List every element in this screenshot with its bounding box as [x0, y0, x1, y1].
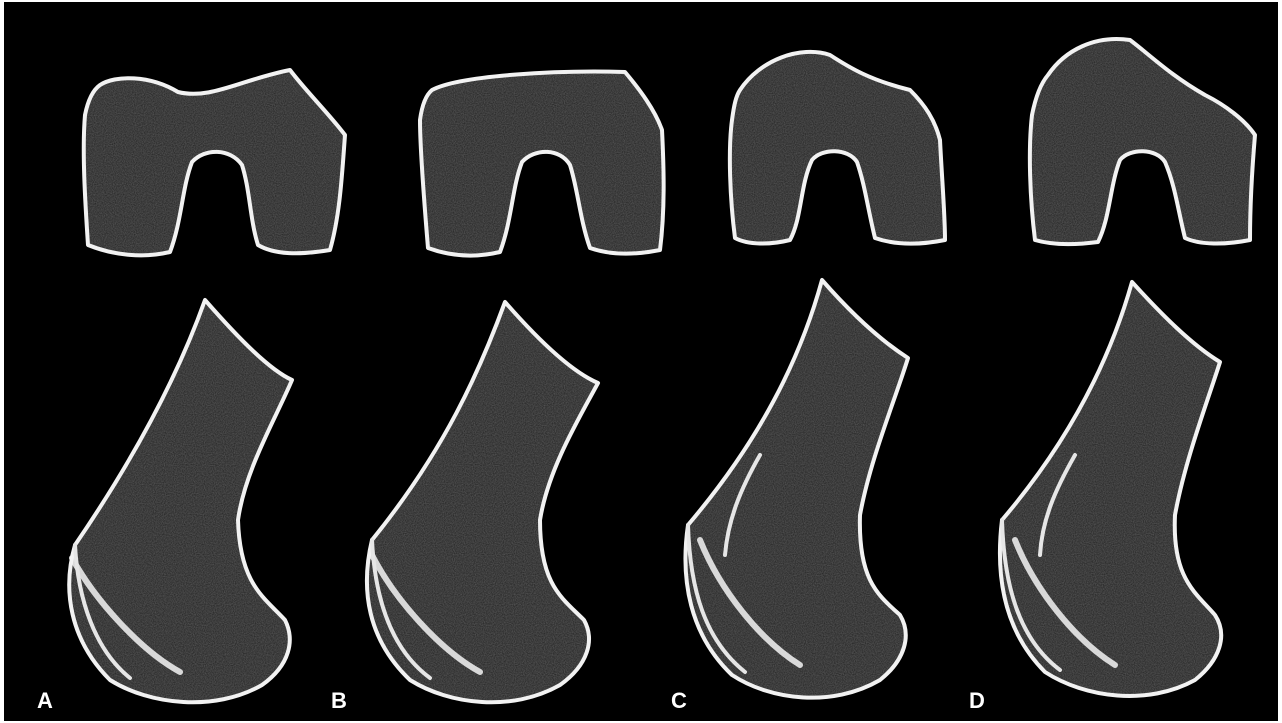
axial-view-d: [1030, 39, 1255, 244]
axial-view-b: [420, 72, 664, 256]
panel-label-d: D: [969, 690, 985, 712]
femur-illustration: [4, 2, 1278, 721]
panel-label-c: C: [671, 690, 687, 712]
axial-view-c: [730, 52, 945, 244]
figure-background: [4, 2, 1278, 721]
lateral-view-d: [1000, 282, 1221, 696]
lateral-view-b: [367, 302, 598, 702]
lateral-view-c: [685, 280, 908, 698]
panel-label-a: A: [37, 690, 53, 712]
panel-label-b: B: [331, 690, 347, 712]
lateral-view-a: [69, 300, 292, 702]
axial-view-a: [84, 70, 345, 255]
